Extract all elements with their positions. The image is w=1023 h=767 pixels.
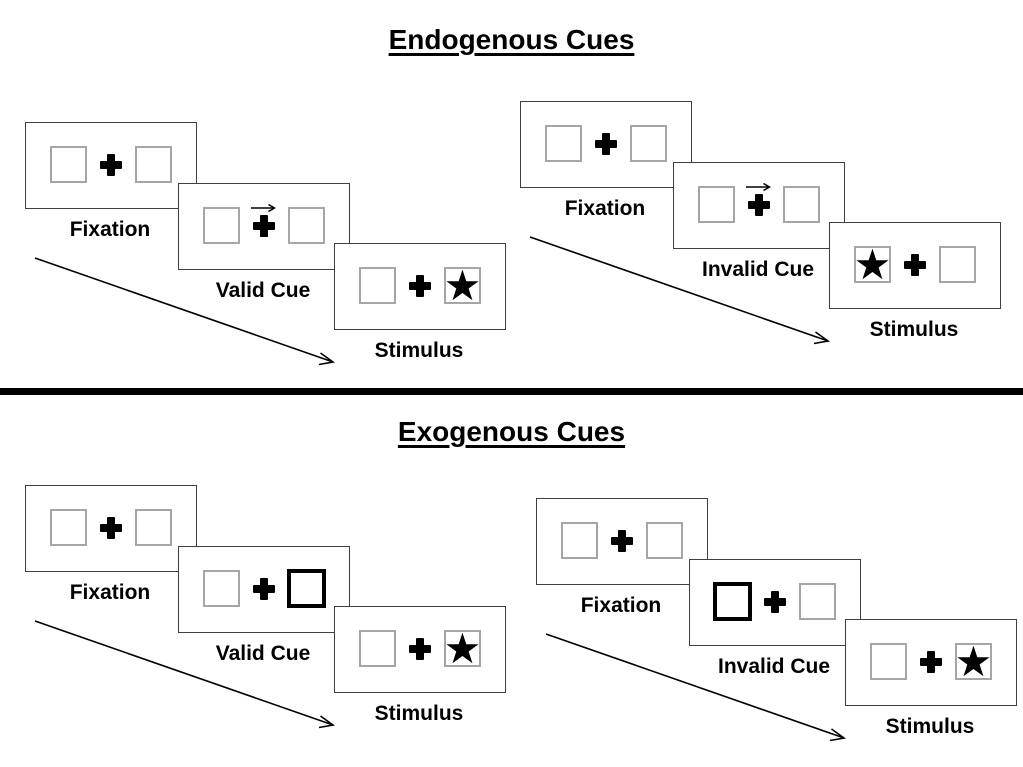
fixation-cross-icon: [253, 215, 275, 237]
placeholder-box-l: [698, 186, 735, 223]
placeholder-box-r: [288, 207, 325, 244]
placeholder-box-l: [359, 267, 396, 304]
panel-label: Invalid Cue: [701, 258, 815, 281]
panel-stimulus: ★: [334, 606, 506, 693]
placeholder-box-l: [561, 522, 598, 559]
star-icon: ★: [443, 624, 482, 672]
panel-stimulus: ★: [334, 243, 506, 330]
section-title-text: Endogenous Cues: [388, 24, 635, 55]
panel-label: Stimulus: [869, 318, 959, 341]
cue-highlight-box: [713, 582, 752, 621]
panel-label: Fixation: [69, 218, 151, 241]
cue-arrow-icon: [746, 182, 771, 192]
star-icon: ★: [443, 261, 482, 309]
fixation-cross-icon: [748, 194, 770, 216]
panel-label: Stimulus: [374, 702, 464, 725]
panel-invalid-cue: [689, 559, 861, 646]
panel-label: Stimulus: [885, 715, 975, 738]
panel-label: Fixation: [580, 594, 662, 617]
fixation-cross-icon: [611, 530, 633, 552]
panel-fixation: [520, 101, 692, 188]
sequence-time-arrow: [529, 236, 831, 345]
section-title-exogenous: Exogenous Cues: [0, 416, 1023, 448]
fixation-cross-icon: [100, 154, 122, 176]
placeholder-box-r: [135, 509, 172, 546]
panel-stimulus: ★: [829, 222, 1001, 309]
panel-label: Invalid Cue: [717, 655, 831, 678]
fixation-cross-icon: [253, 578, 275, 600]
star-icon: ★: [853, 240, 892, 288]
target-box: ★: [853, 240, 892, 288]
fixation-cross-icon: [764, 591, 786, 613]
sequence-time-arrow: [34, 257, 336, 366]
panel-label: Fixation: [69, 581, 151, 604]
target-box: ★: [954, 637, 993, 685]
fixation-cross-icon: [904, 254, 926, 276]
placeholder-box-r: [799, 583, 836, 620]
sequence-time-arrow: [34, 620, 336, 729]
placeholder-box-l: [50, 146, 87, 183]
panel-fixation: [25, 485, 197, 572]
panel-label: Stimulus: [374, 339, 464, 362]
panel-label: Fixation: [564, 197, 646, 220]
target-box: ★: [443, 261, 482, 309]
panel-label: Valid Cue: [215, 279, 311, 302]
sequence-time-arrow: [545, 633, 847, 742]
placeholder-box-r: [630, 125, 667, 162]
section-title-endogenous: Endogenous Cues: [0, 24, 1023, 56]
cue-highlight-box: [287, 569, 326, 608]
fixation-cross-icon: [409, 638, 431, 660]
panel-stimulus: ★: [845, 619, 1017, 706]
section-title-text: Exogenous Cues: [397, 416, 626, 447]
panel-fixation: [536, 498, 708, 585]
placeholder-box-l: [870, 643, 907, 680]
placeholder-box-l: [50, 509, 87, 546]
panel-fixation: [25, 122, 197, 209]
placeholder-box-r: [939, 246, 976, 283]
placeholder-box-l: [203, 207, 240, 244]
fixation-cross-icon: [595, 133, 617, 155]
placeholder-box-r: [135, 146, 172, 183]
placeholder-box-l: [545, 125, 582, 162]
placeholder-box-l: [359, 630, 396, 667]
placeholder-box-l: [203, 570, 240, 607]
star-icon: ★: [954, 637, 993, 685]
fixation-cross-icon: [100, 517, 122, 539]
fixation-cross-icon: [409, 275, 431, 297]
panel-valid-cue: [178, 183, 350, 270]
cue-arrow-icon: [251, 203, 276, 213]
placeholder-box-r: [783, 186, 820, 223]
panel-valid-cue: [178, 546, 350, 633]
fixation-cross-icon: [920, 651, 942, 673]
panel-label: Valid Cue: [215, 642, 311, 665]
placeholder-box-r: [646, 522, 683, 559]
section-divider: [0, 388, 1023, 395]
panel-invalid-cue: [673, 162, 845, 249]
target-box: ★: [443, 624, 482, 672]
